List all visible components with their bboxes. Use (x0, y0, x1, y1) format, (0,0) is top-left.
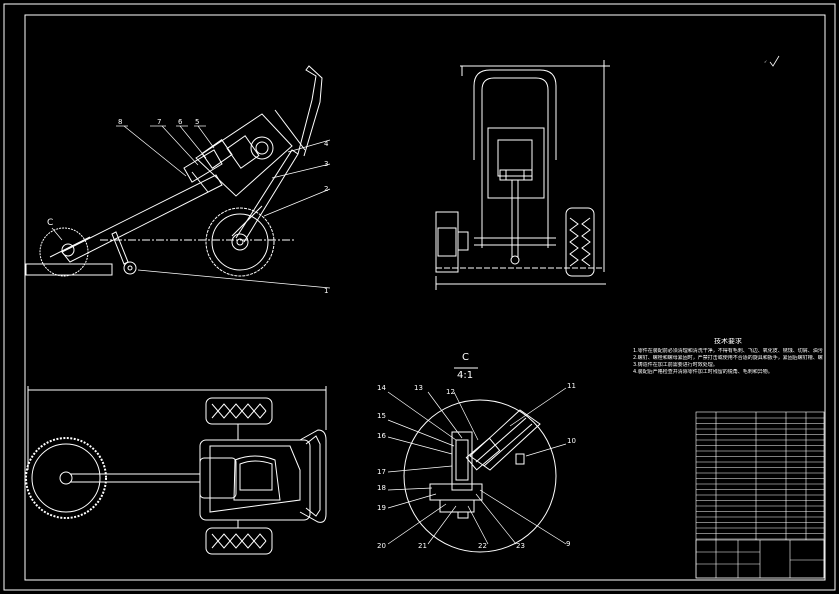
callout-6: 6 (178, 118, 183, 126)
outer-border (3, 3, 836, 591)
engine-block (195, 113, 293, 197)
top-wheel-upper (205, 397, 273, 425)
requirement-line-4: 4.装配后严格检查并清除零件加工时残留的锐角、毛刺和异物。 (633, 369, 773, 375)
technical-requirements-title: 技术要求 (714, 338, 742, 345)
callout-20: 20 (377, 542, 386, 550)
requirement-line-1: 1.零件在装配前必须清理和清洗干净，不得有毛刺、飞边、氧化皮、锈蚀、切屑、油污、… (633, 348, 823, 354)
front-left-wheel (435, 211, 459, 273)
callout-18: 18 (377, 484, 386, 492)
inner-border (24, 14, 826, 581)
callout-7: 7 (157, 118, 161, 126)
callout-12: 12 (446, 388, 455, 396)
cutter-disc (39, 227, 89, 277)
callout-13: 13 (414, 384, 423, 392)
detail-c (387, 367, 567, 553)
side-view-callouts: 8 7 6 5 4 3 2 1 C (47, 118, 329, 295)
front-right-wheel (565, 207, 595, 277)
top-wheel-lower (205, 527, 273, 555)
saw-blade (25, 437, 107, 519)
big-wheel (205, 207, 275, 277)
technical-requirements: 技术要求 1.零件在装配前必须清理和清洗干净，不得有毛刺、飞边、氧化皮、锈蚀、切… (633, 338, 823, 376)
main-shaft (61, 174, 223, 263)
callout-11: 11 (567, 382, 576, 390)
callout-8: 8 (118, 118, 122, 126)
callout-22: 22 (478, 542, 487, 550)
callout-1: 1 (324, 287, 328, 295)
section-scale: 4:1 (457, 370, 473, 381)
callout-21: 21 (418, 542, 427, 550)
detail-c-labels: C 4:1 (457, 352, 473, 381)
callout-2: 2 (324, 185, 328, 193)
callout-19: 19 (377, 504, 386, 512)
surface-finish-symbol: ✓ (764, 55, 780, 67)
side-view (25, 65, 331, 289)
detail-circle (403, 399, 557, 553)
callout-17: 17 (377, 468, 386, 476)
callout-9: 9 (566, 540, 570, 548)
support-wheel (123, 261, 137, 275)
callout-10: 10 (567, 437, 576, 445)
callout-15: 15 (377, 412, 386, 420)
front-view (435, 60, 610, 290)
handle-bar (297, 65, 323, 157)
callout-14: 14 (377, 384, 386, 392)
svg-text:✓: ✓ (764, 59, 767, 64)
view-marker-label: C (47, 218, 53, 228)
callout-3: 3 (324, 160, 328, 168)
section-label: C (462, 352, 469, 363)
top-view (25, 386, 327, 555)
callout-23: 23 (516, 542, 525, 550)
requirement-line-3: 3.铸造件在加工前需要进行时效处理。 (633, 362, 718, 368)
title-block (695, 411, 825, 579)
callout-4: 4 (324, 140, 329, 148)
detail-callouts: 14 13 12 11 15 16 10 17 18 19 20 21 22 2… (377, 382, 576, 550)
callout-5: 5 (195, 118, 199, 126)
callout-16: 16 (377, 432, 386, 440)
requirement-line-2: 2.螺钉、螺栓和螺母紧固时，严禁打击或使用不合适的旋具和扳手，紧固后螺钉槽、螺母… (633, 355, 823, 361)
